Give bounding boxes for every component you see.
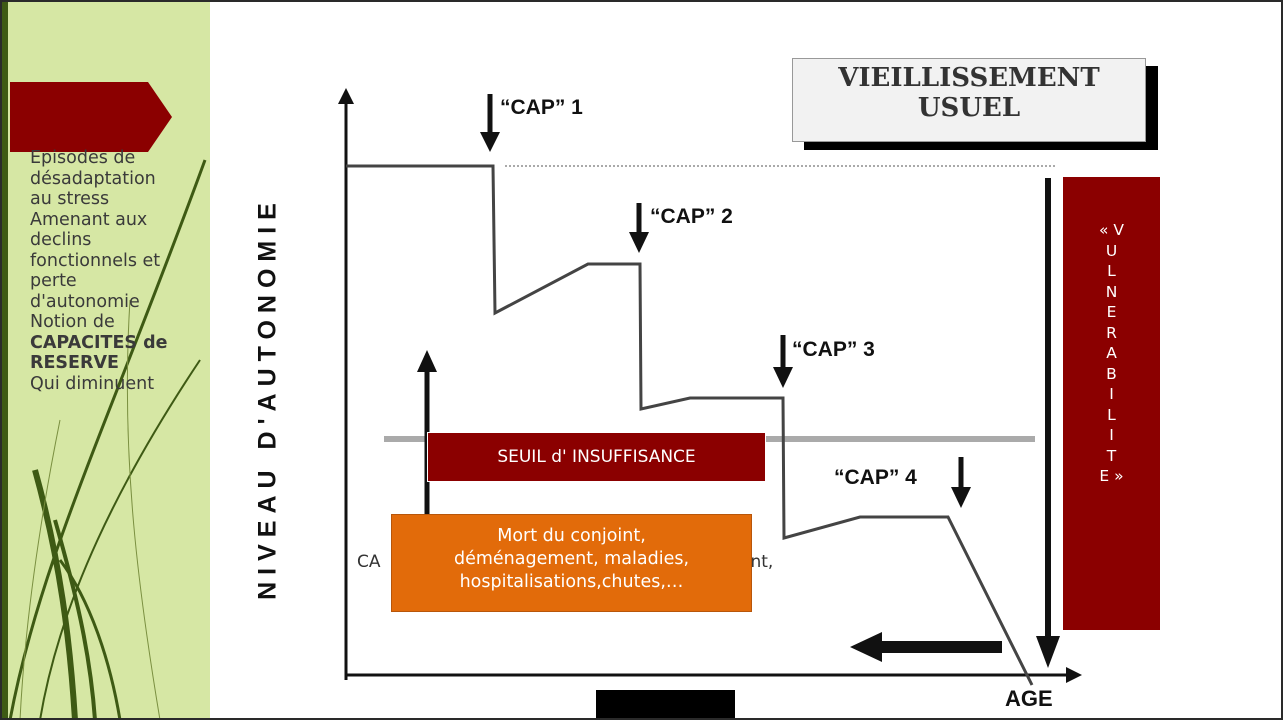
events-box: Mort du conjoint, déménagement, maladies… [391,514,752,612]
events-line: Mort du conjoint, [497,526,646,546]
vulnerability-letter: E » [1099,467,1124,485]
sidebar-line: d'autonomie [30,291,140,312]
sidebar-stripe [0,0,8,720]
cap3-label: “CAP” 3 [792,338,875,361]
vulnerability-box: « V U L N E R A B I L I T E » [1063,177,1160,630]
vulnerability-letter: B [1106,364,1117,383]
sidebar-bold-line: RESERVE [30,353,119,373]
cap1-label: “CAP” 1 [500,96,583,119]
x-axis-label: AGE [1005,686,1053,711]
sidebar-line: perte [30,271,77,291]
title-box: VIEILLISSEMENT USUEL [792,58,1146,142]
title-line1: VIEILLISSEMENT [838,63,1100,93]
sidebar-line: Amenant aux [30,209,148,230]
vulnerability-letter: T [1106,446,1117,465]
sidebar-bold-line: CAPACITES de [30,332,168,353]
vulnerability-letter: U [1105,241,1118,260]
vulnerability-letter: N [1105,282,1118,301]
sidebar-line: Qui diminuent [30,373,155,394]
vulnerability-letter: L [1107,262,1116,280]
threshold-label-box: SEUIL d' INSUFFISANCE [427,432,766,482]
vulnerability-letter: I [1109,385,1114,403]
sidebar-text: Episodes de désadaptation au stress Amen… [30,148,210,394]
vulnerability-letter: R [1106,323,1117,342]
sidebar-panel: Episodes de désadaptation au stress Amen… [0,0,210,720]
events-line: hospitalisations,chutes,… [459,572,684,592]
sidebar-line: Episodes de [30,148,136,168]
autonomy-curve [346,164,1034,686]
sidebar-line: declins [30,230,92,250]
sidebar-line: Notion de [30,312,115,332]
cap4-label: “CAP” 4 [834,466,917,489]
sidebar-decoration [8,82,207,720]
vulnerability-letter: E [1106,303,1117,321]
black-rectangle [596,690,735,720]
partial-text-left: CA [357,552,381,572]
cap2-label: “CAP” 2 [650,205,733,228]
sidebar-line: au stress [30,189,110,209]
events-line: déménagement, maladies, [453,549,690,569]
vulnerability-letter: « V [1098,221,1124,239]
sidebar-line: désadaptation [30,168,156,189]
x-axis-arrow-icon [1066,667,1082,683]
y-axis-arrow-icon [338,88,354,104]
vulnerability-letter: I [1109,426,1114,444]
title-line2: USUEL [917,93,1021,123]
threshold-label: SEUIL d' INSUFFISANCE [497,447,696,467]
vulnerability-letter: A [1106,344,1117,362]
sidebar-line: fonctionnels et [30,250,161,271]
vulnerability-letter: L [1107,405,1116,424]
